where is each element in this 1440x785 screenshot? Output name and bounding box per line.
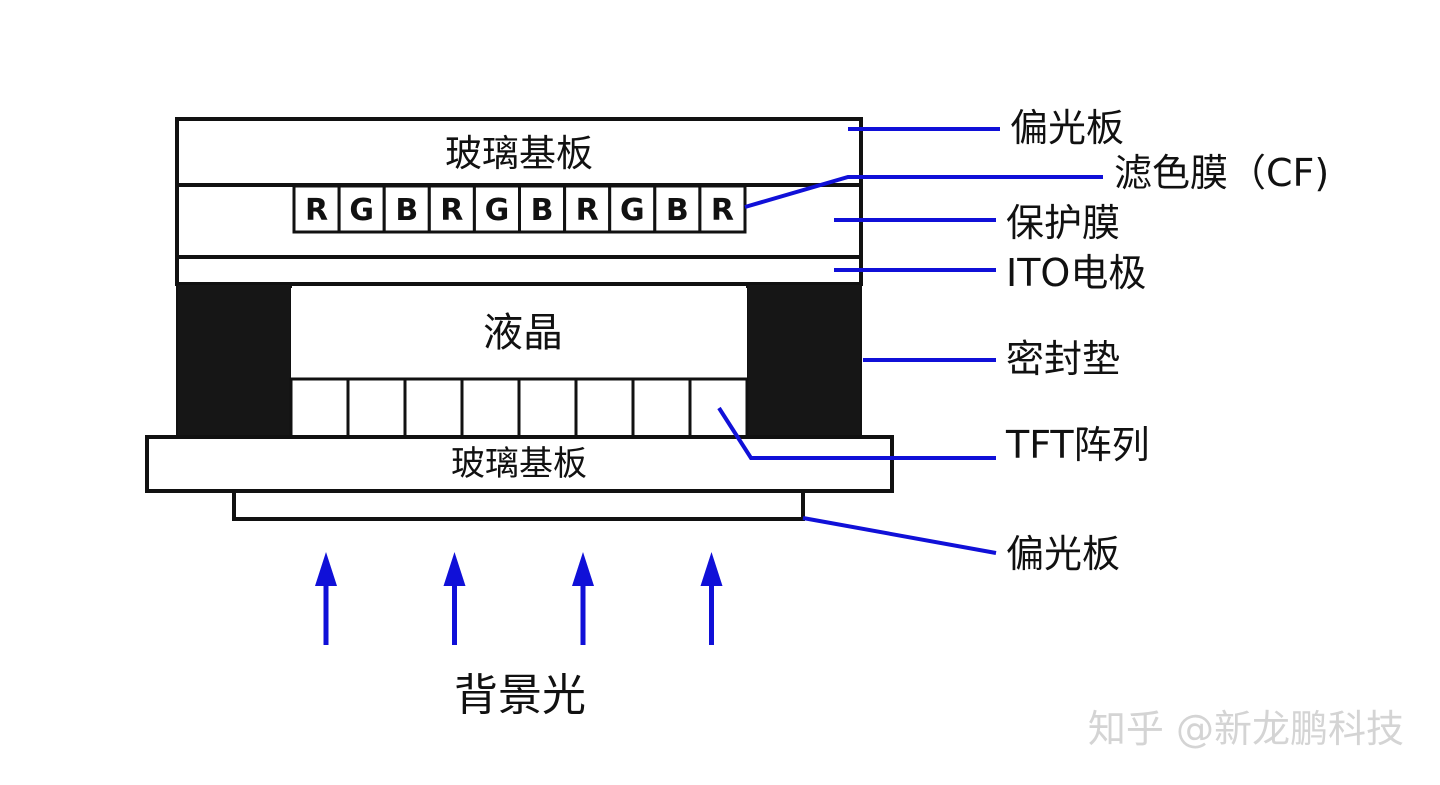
bottom-glass-substrate xyxy=(145,435,894,493)
color-filter-cell xyxy=(292,184,341,234)
sealing-pad-right xyxy=(746,283,862,438)
tft-cell xyxy=(460,377,521,439)
label-top-polarizer: 偏光板 xyxy=(1010,106,1124,150)
backlight-arrows xyxy=(315,552,723,645)
liquid-crystal-layer xyxy=(291,288,747,379)
tft-cell xyxy=(346,377,407,439)
color-filter-letter: G xyxy=(349,193,374,228)
backlight-label: 背景光 xyxy=(454,670,586,721)
bottom-glass-label: 玻璃基板 xyxy=(451,444,587,484)
leader-bottom-polarizer xyxy=(802,516,997,555)
backlight-arrow xyxy=(315,552,337,645)
color-filter-letter: B xyxy=(666,193,689,228)
sealing-pad-left xyxy=(176,283,292,438)
liquid-crystal-label: 液晶 xyxy=(483,310,563,356)
leader-color-filter xyxy=(744,175,1103,209)
leader-lines xyxy=(717,127,1103,555)
tft-cell xyxy=(631,377,692,439)
tft-array-grid xyxy=(289,377,749,439)
ito-electrode-layer xyxy=(175,255,863,286)
color-filter-letter: B xyxy=(531,193,554,228)
color-filter-letter: R xyxy=(576,193,599,228)
label-sealing-pad: 密封垫 xyxy=(1006,337,1120,381)
color-filter-letter: G xyxy=(485,193,510,228)
label-tft-array: TFT阵列 xyxy=(1005,423,1150,467)
color-filter-letter: R xyxy=(440,193,463,228)
color-filter-letter: R xyxy=(305,193,328,228)
color-filter-cell xyxy=(608,184,657,234)
color-filter-letter: B xyxy=(395,193,418,228)
tft-cell xyxy=(688,377,749,439)
top-glass-label: 玻璃基板 xyxy=(445,132,593,175)
label-color-filter: 滤色膜（CF) xyxy=(1114,151,1329,195)
color-filter-cell xyxy=(698,184,747,234)
label-protective-film: 保护膜 xyxy=(1006,201,1120,245)
label-bottom-polarizer: 偏光板 xyxy=(1006,532,1120,576)
color-filter-cell xyxy=(563,184,612,234)
bottom-polarizer xyxy=(232,489,805,521)
tft-cell xyxy=(289,377,350,439)
leader-tft-array xyxy=(717,406,996,460)
backlight-arrow xyxy=(700,552,723,645)
label-ito-electrode: ITO电极 xyxy=(1006,251,1146,295)
backlight-arrow xyxy=(443,552,466,645)
tft-cell xyxy=(403,377,464,439)
watermark-text: 知乎 @新龙鹏科技 xyxy=(1088,707,1404,751)
color-filter-letter: R xyxy=(711,193,734,228)
color-filter-cell xyxy=(382,184,431,234)
color-filter-cell xyxy=(518,184,567,234)
color-filter-letter: G xyxy=(620,193,645,228)
tft-cell xyxy=(517,377,578,439)
tft-cell xyxy=(574,377,635,439)
backlight-arrow xyxy=(572,552,594,645)
top-glass-substrate xyxy=(175,117,863,187)
